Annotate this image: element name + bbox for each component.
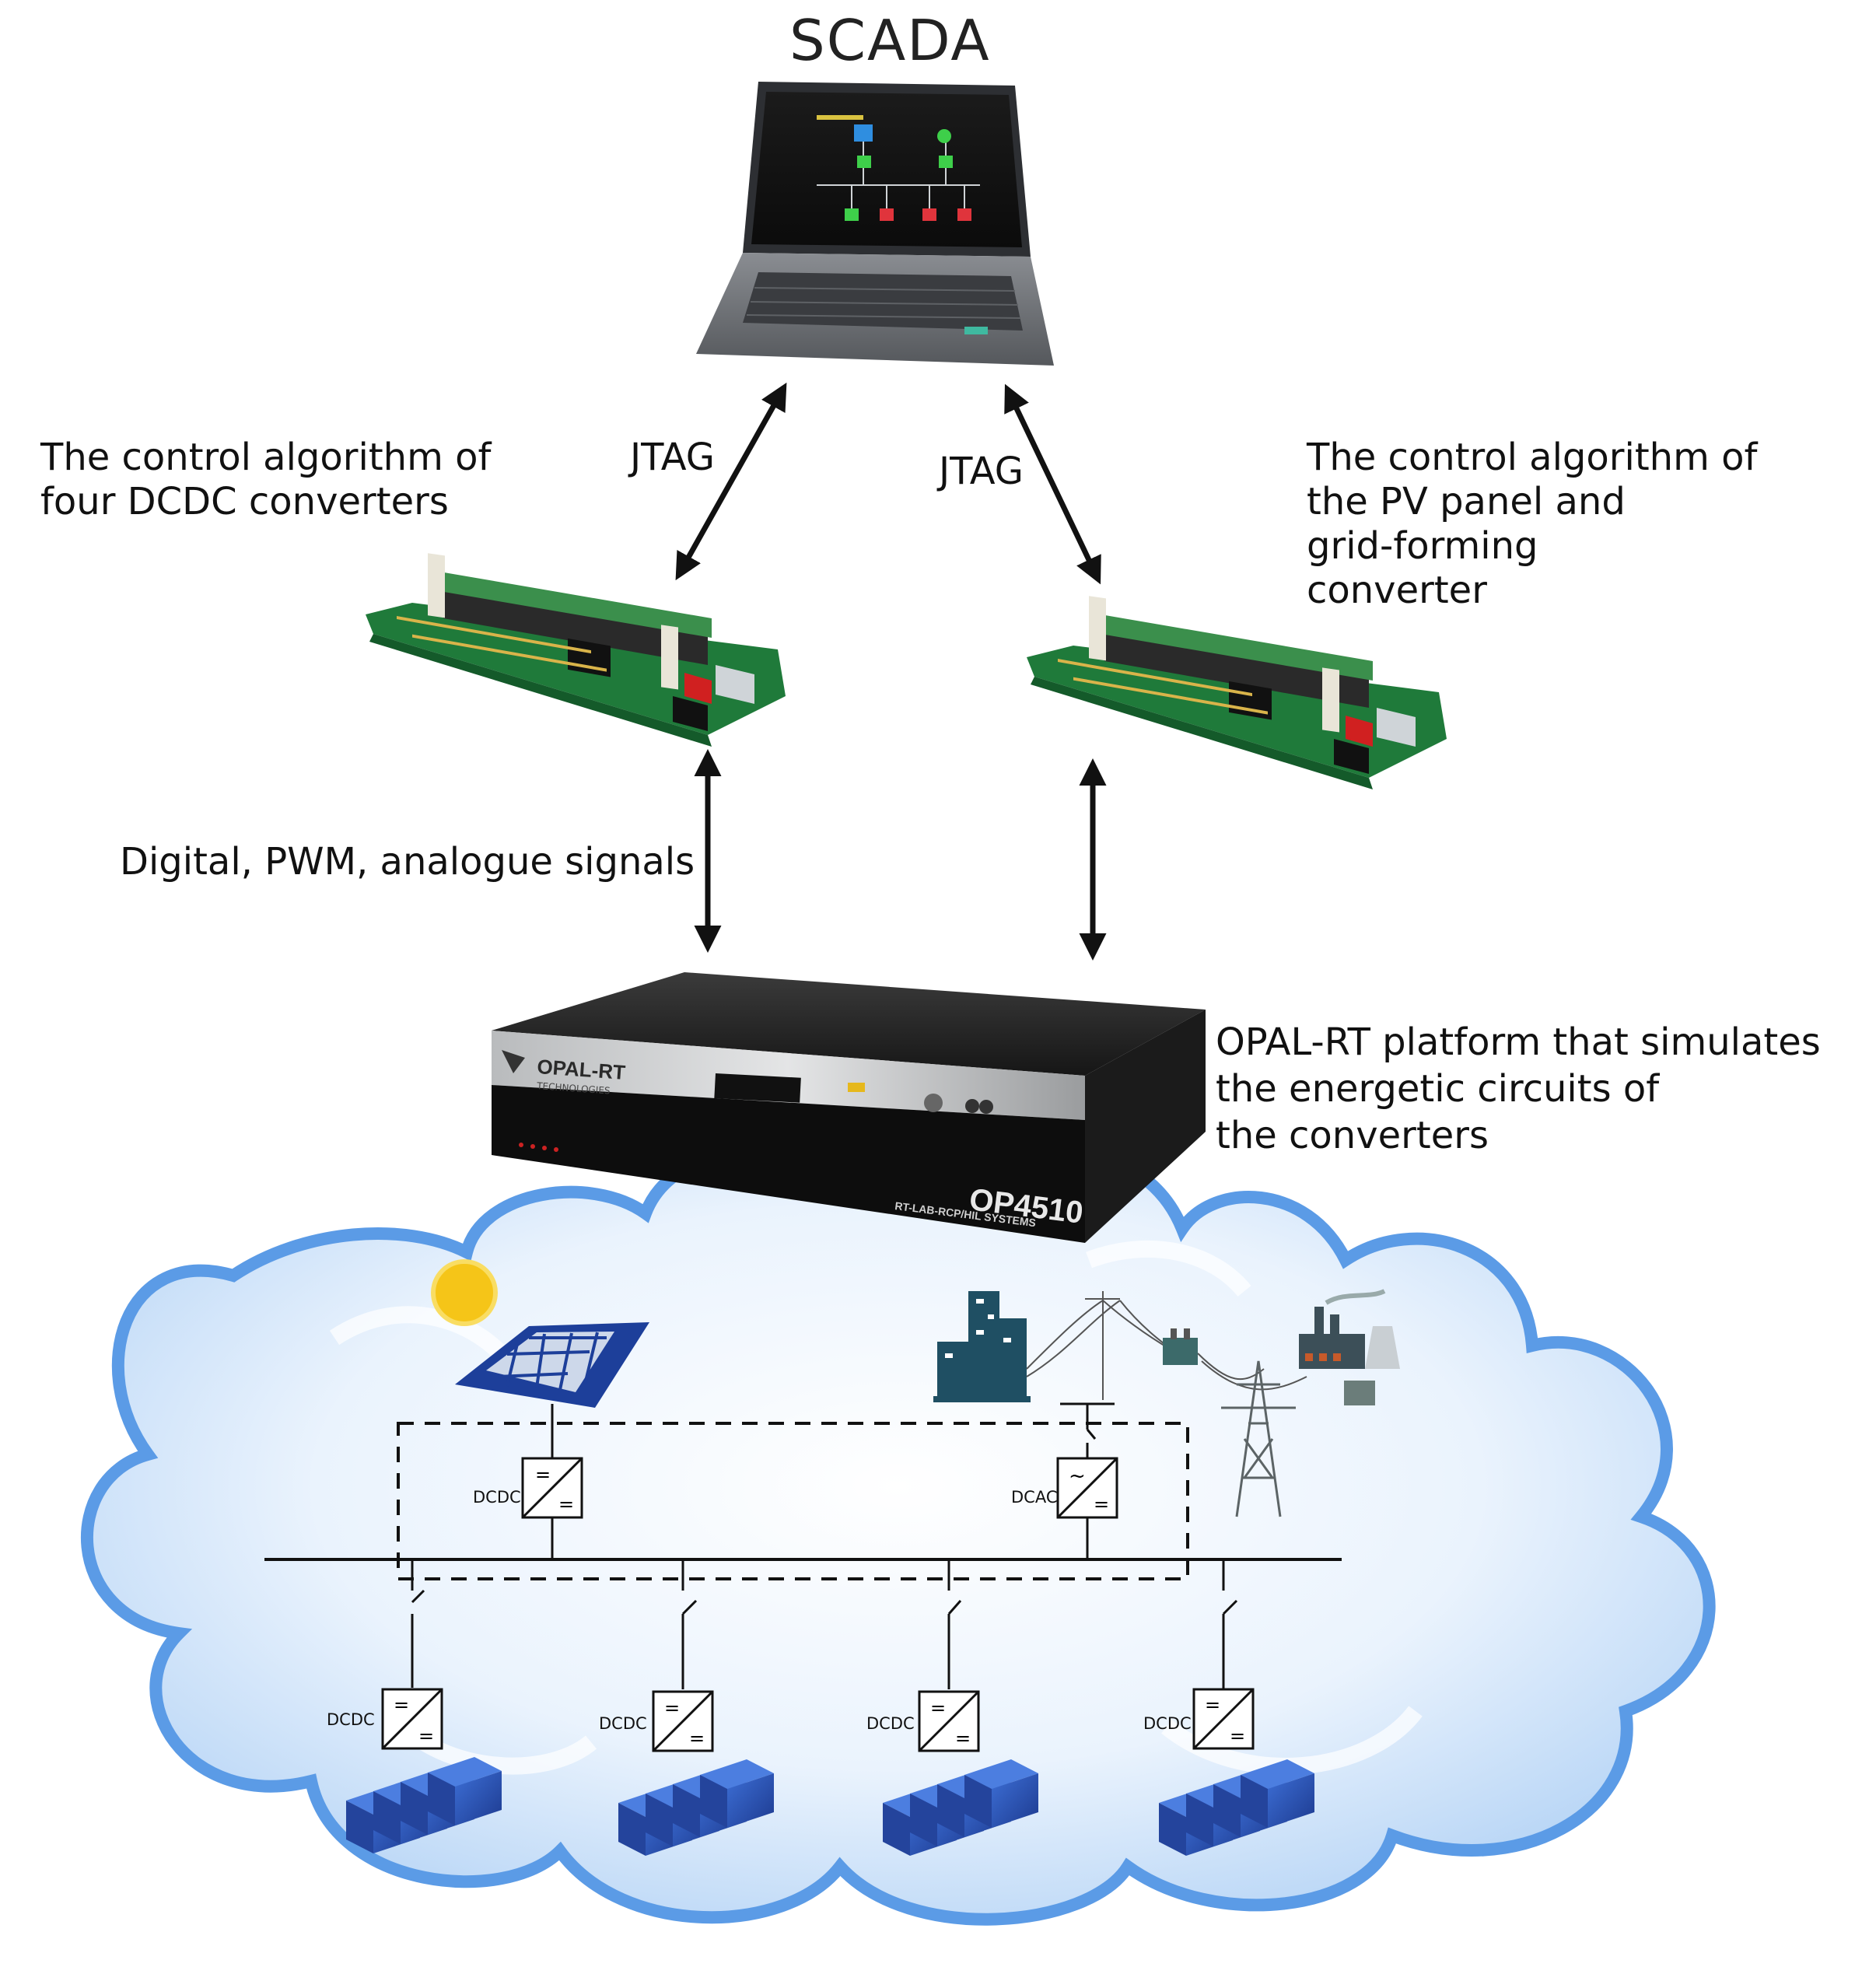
battery-converter-label: DCDC bbox=[866, 1714, 915, 1733]
battery-dcdc-converter-2: = = bbox=[652, 1690, 714, 1752]
grid-converter-label: DCAC bbox=[1011, 1488, 1058, 1507]
sun-icon bbox=[431, 1259, 498, 1326]
svg-text:=: = bbox=[930, 1697, 946, 1719]
svg-text:~: ~ bbox=[1069, 1465, 1086, 1488]
caption-line: the PV panel and bbox=[1307, 480, 1626, 523]
factory-icon bbox=[1299, 1289, 1400, 1369]
pv-converter-label: DCDC bbox=[473, 1488, 521, 1507]
control-board-icon bbox=[366, 553, 786, 747]
svg-text:=: = bbox=[1230, 1725, 1245, 1747]
caption-line: grid-forming bbox=[1307, 524, 1538, 568]
battery-dcdc-converter-4: = = bbox=[1192, 1688, 1255, 1750]
caption-line: converter bbox=[1307, 569, 1487, 612]
battery-converter-label: DCDC bbox=[599, 1714, 647, 1733]
signals-label: Digital, PWM, analogue signals bbox=[120, 840, 695, 884]
caption-line: The control algorithm of bbox=[40, 436, 492, 479]
grid-dcac-converter: ~ = bbox=[1056, 1457, 1118, 1519]
scada-title: SCADA bbox=[789, 8, 991, 73]
pv-dcdc-converter: = = bbox=[521, 1457, 583, 1519]
battery-dcdc-converter-3: = = bbox=[918, 1690, 980, 1752]
opal-caption: OPAL-RT platform that simulates the ener… bbox=[1216, 1019, 1821, 1159]
electrical-schematic bbox=[264, 1402, 1342, 1689]
right-board-caption: The control algorithm of the PV panel an… bbox=[1307, 436, 1757, 613]
caption-line: The control algorithm of bbox=[1307, 436, 1758, 479]
connection-arrows bbox=[675, 382, 1107, 961]
caption-line: OPAL-RT platform that simulates bbox=[1216, 1020, 1821, 1064]
jtag-label-left: JTAG bbox=[630, 436, 715, 479]
svg-text:=: = bbox=[1205, 1694, 1220, 1716]
caption-line: the converters bbox=[1216, 1114, 1489, 1157]
jtag-arrow-left bbox=[675, 382, 787, 581]
battery-converter-label: DCDC bbox=[1143, 1714, 1192, 1733]
opal-brand-sub: TECHNOLOGIES bbox=[536, 1080, 611, 1097]
svg-text:=: = bbox=[1094, 1493, 1109, 1515]
transmission-tower-icon bbox=[1221, 1360, 1296, 1517]
svg-text:=: = bbox=[664, 1697, 680, 1719]
solar-panel-icon bbox=[455, 1322, 649, 1408]
jtag-label-right: JTAG bbox=[939, 450, 1024, 493]
svg-text:=: = bbox=[394, 1694, 409, 1716]
transformer-icon bbox=[1163, 1328, 1375, 1405]
laptop-icon bbox=[696, 82, 1054, 366]
svg-text:=: = bbox=[558, 1493, 574, 1515]
svg-text:=: = bbox=[955, 1727, 971, 1749]
svg-text:=: = bbox=[535, 1464, 551, 1486]
grid-system-boundary bbox=[397, 1422, 1189, 1580]
battery-dcdc-converter-1: = = bbox=[381, 1688, 443, 1750]
caption-line: four DCDC converters bbox=[40, 480, 449, 523]
left-board-caption: The control algorithm of four DCDC conve… bbox=[40, 436, 491, 524]
svg-text:=: = bbox=[689, 1727, 705, 1749]
control-board-icon bbox=[1027, 596, 1447, 789]
jtag-arrow-right bbox=[1004, 383, 1101, 585]
city-buildings-icon bbox=[933, 1291, 1031, 1402]
svg-text:=: = bbox=[418, 1725, 434, 1747]
caption-line: the energetic circuits of bbox=[1216, 1067, 1660, 1111]
battery-converter-label: DCDC bbox=[327, 1710, 375, 1729]
opal-rt-simulator-icon: OPAL-RT TECHNOLOGIES OP4510 RT-LAB-RCP/H… bbox=[492, 972, 1206, 1243]
